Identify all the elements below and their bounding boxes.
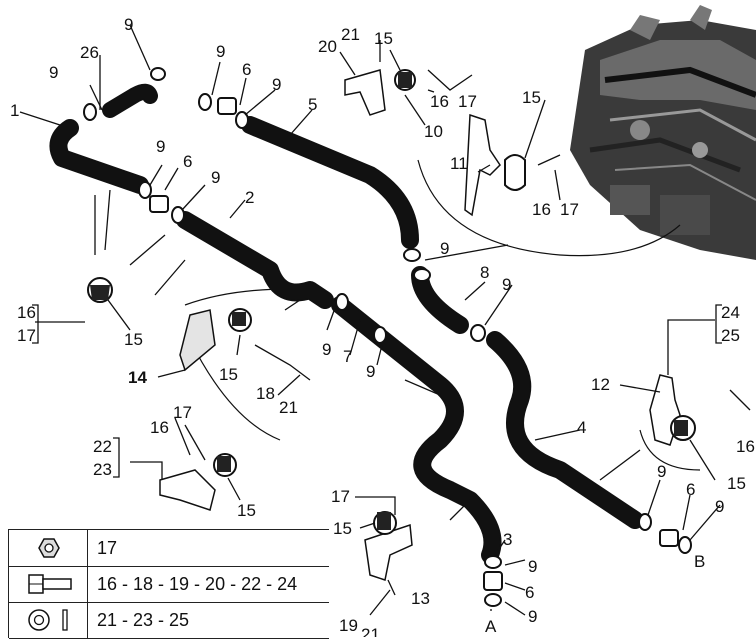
bracket-13 [364, 511, 413, 581]
callout-9-g: 9 [440, 239, 449, 258]
callout-9-h: 9 [502, 275, 511, 294]
callout-8: 8 [480, 263, 489, 282]
callout-15-f: 15 [333, 519, 352, 538]
callout-10: 10 [424, 122, 443, 141]
clamp-15-left [87, 277, 113, 303]
legend-row-bolt: 16 - 18 - 19 - 20 - 22 - 24 [9, 566, 329, 603]
callout-25: 25 [721, 326, 740, 345]
fastener-leaders [35, 40, 751, 616]
callout-9-m: 9 [528, 557, 537, 576]
callout-5: 5 [308, 95, 317, 114]
callout-26: 26 [80, 43, 99, 62]
fastener-legend: 17 16 - 18 - 19 - 20 - 22 - 24 21 - 23 -… [8, 529, 329, 639]
callout-14: 14 [128, 368, 147, 387]
callout-9-j: 9 [366, 362, 375, 381]
callout-18: 18 [256, 384, 275, 403]
callout-17-a: 17 [458, 92, 477, 111]
bolt-icon [9, 566, 88, 602]
engine-illustration [570, 5, 756, 260]
bracket-10 [344, 69, 416, 116]
callout-20: 20 [318, 37, 337, 56]
callout-16-b: 16 [532, 200, 551, 219]
callout-16-c: 16 [17, 303, 36, 322]
legend-text-nut: 17 [97, 538, 118, 558]
callout-9-d: 9 [272, 75, 281, 94]
callout-15-d: 15 [219, 365, 238, 384]
callout-9-i: 9 [322, 340, 331, 359]
callout-17-e: 17 [331, 487, 350, 506]
callout-7: 7 [343, 347, 352, 366]
bracket-marks [32, 89, 722, 478]
callout-23: 23 [93, 460, 112, 479]
callout-17-c: 17 [17, 326, 36, 345]
washer-icon [9, 602, 88, 638]
bracket-12 [649, 374, 696, 446]
connection-a: A [485, 617, 497, 636]
callout-22: 22 [93, 437, 112, 456]
clamp-rings [83, 67, 692, 607]
callout-17-d: 17 [173, 403, 192, 422]
callout-15-a: 15 [374, 29, 393, 48]
callout-6-bottom: 6 [525, 583, 534, 602]
legend-row-nut: 17 [9, 530, 329, 567]
callout-11: 11 [450, 154, 468, 173]
callout-9-b: 9 [49, 63, 58, 82]
callout-15-c: 15 [124, 330, 143, 349]
nut-icon [9, 530, 88, 566]
bracket-22 [159, 453, 237, 511]
callout-17-b: 17 [560, 200, 579, 219]
connection-b: B [694, 552, 705, 571]
legend-text-bolt: 16 - 18 - 19 - 20 - 22 - 24 [97, 574, 298, 594]
callout-16-d: 16 [150, 418, 169, 437]
callout-6-left: 6 [183, 152, 192, 171]
hose-7-3-outline [331, 296, 502, 564]
callout-2: 2 [245, 188, 254, 207]
callout-9-l: 9 [715, 497, 724, 516]
bracket-11 [464, 113, 526, 217]
bracket-14 [179, 308, 252, 372]
callout-3: 3 [503, 530, 512, 549]
callout-9-c: 9 [216, 42, 225, 61]
callout-1: 1 [10, 101, 19, 120]
callout-19: 19 [339, 616, 358, 635]
callout-21-b: 21 [279, 398, 298, 417]
callout-13: 13 [411, 589, 430, 608]
leader-lines [19, 24, 721, 616]
callout-12: 12 [591, 375, 610, 394]
callout-16-e: 16 [736, 437, 755, 456]
callout-9-a: 9 [124, 15, 133, 34]
callout-9-e: 9 [156, 137, 165, 156]
callout-15-g: 15 [727, 474, 746, 493]
callout-16-a: 16 [430, 92, 449, 111]
legend-text-washer: 21 - 23 - 25 [97, 610, 190, 630]
callout-21-a: 21 [341, 25, 360, 44]
detail-arc-top [417, 159, 681, 257]
detail-arc-right [639, 429, 701, 471]
callout-9-n: 9 [528, 607, 537, 626]
callout-6-top: 6 [242, 60, 251, 79]
callout-9-k: 9 [657, 462, 666, 481]
callout-9-f: 9 [211, 168, 220, 187]
callout-4: 4 [577, 418, 586, 437]
callout-6-right: 6 [686, 480, 695, 499]
hose-2-highlight [177, 212, 333, 308]
callout-15-e: 15 [237, 501, 256, 520]
callout-15-b: 15 [522, 88, 541, 107]
callout-24: 24 [721, 303, 740, 322]
callout-21-c: 21 [361, 625, 380, 637]
legend-row-washer: 21 - 23 - 25 [9, 602, 329, 639]
